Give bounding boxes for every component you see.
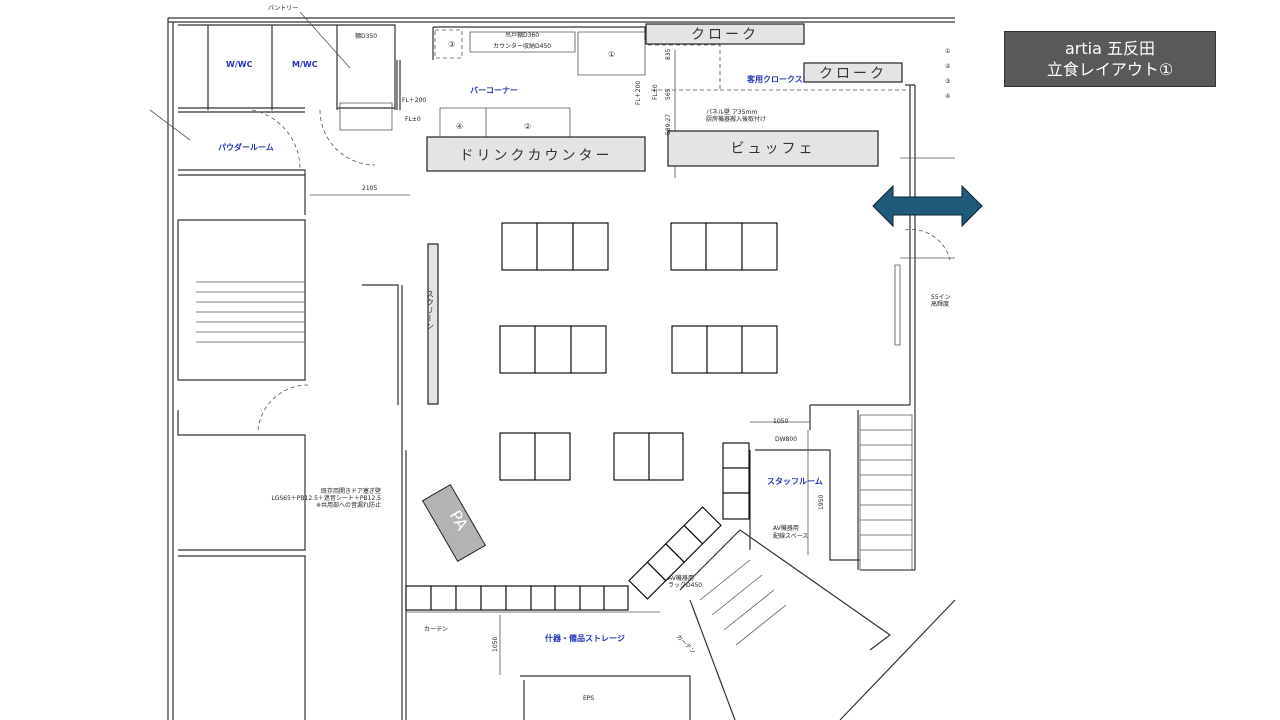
- walls: [149, 11, 956, 720]
- buffet: [667, 130, 879, 167]
- table-group-4: [671, 325, 778, 374]
- note-counter-storage: カウンター収納D450: [493, 42, 551, 50]
- room-pantry: パントリー: [268, 5, 298, 12]
- note-av-1: AV機器用: [773, 524, 799, 532]
- title-box: artia 五反田 立食レイアウト①: [1004, 31, 1216, 87]
- legend-3: ③: [945, 78, 950, 85]
- note-rack-1: AV機器用: [668, 574, 694, 582]
- dim-1050a: 1050: [773, 418, 788, 425]
- screen-label: スクリーン: [426, 290, 435, 330]
- note-curtain-1: カーテン: [424, 626, 448, 633]
- drink-counter: [426, 136, 646, 172]
- note-shelf: 棚D350: [355, 32, 377, 40]
- note-door-3: ※共用部への音漏れ防止: [316, 501, 381, 509]
- cloak-2: [803, 62, 903, 83]
- legend-1: ①: [945, 48, 950, 55]
- drink-counter-label: ドリンクカウンター: [460, 148, 613, 164]
- double-arrow-icon: [872, 184, 983, 228]
- room-m-wc: M/WC: [292, 60, 318, 69]
- marker-1: ①: [608, 50, 615, 59]
- room-bar: バーコーナー: [470, 86, 518, 95]
- dim-565: 565: [665, 88, 672, 100]
- standing-tables: [405, 222, 778, 611]
- cloak-1: [645, 23, 805, 45]
- cloak-1-label: クローク: [691, 27, 759, 43]
- room-guest-cloak: 客用クロークス: [746, 74, 803, 84]
- note-av-2: 配線スペース: [773, 532, 808, 540]
- table-group-3: [499, 325, 607, 374]
- title-line-1: artia 五反田: [1065, 39, 1155, 58]
- table-group-1: [501, 222, 609, 271]
- title-line-2: 立食レイアウト①: [1046, 60, 1174, 79]
- screen: [427, 243, 439, 405]
- room-staff: スタッフルーム: [767, 476, 823, 486]
- marker-2: ②: [524, 122, 531, 131]
- room-powder: パウダールーム: [218, 142, 274, 152]
- note-fl0-a: FL±0: [405, 116, 421, 123]
- dim-1050b: 1050: [492, 637, 499, 652]
- marker-4: ④: [456, 122, 463, 131]
- dim-589: 589.27: [665, 114, 672, 135]
- dim-2105: 2105: [362, 185, 377, 192]
- note-panel-2: 厨房機器搬入後取付け: [706, 115, 766, 123]
- table-group-5: [499, 432, 571, 481]
- table-group-2: [670, 222, 778, 271]
- note-fl200-a: FL＋200: [402, 97, 426, 104]
- note-hanging: 吊戸棚D360: [505, 31, 539, 39]
- room-eps: EPS: [583, 695, 594, 702]
- dim-835: 835: [665, 48, 672, 60]
- legend-4: ④: [945, 93, 950, 100]
- note-curtain-2: カーテン: [675, 633, 697, 655]
- note-door-1: 既存両開きドア塞ぎ壁: [321, 487, 381, 495]
- marker-3: ③: [448, 40, 455, 49]
- table-group-8: [628, 506, 722, 600]
- cloak-2-label: クローク: [819, 66, 887, 82]
- annotations: 棚D350 吊戸棚D360 カウンター収納D450 FL＋200 FL±0 FL…: [271, 31, 951, 655]
- dim-1950: 1950: [818, 495, 825, 510]
- note-dw: DW800: [775, 436, 797, 443]
- table-group-6: [613, 432, 684, 481]
- note-door-2: LGS65＋PB12.5＋遮音シート＋PB12.5: [271, 494, 381, 502]
- pa-booth: PA: [421, 484, 487, 562]
- note-panel-1: パネル壁 ア35mm: [706, 108, 757, 116]
- note-fl200-b: FL＋200: [635, 81, 642, 105]
- table-group-9: [405, 585, 629, 611]
- note-tv-2: 高輝度: [931, 300, 949, 308]
- note-tv-1: 55イン: [931, 294, 951, 301]
- room-storage: 什器・備品ストレージ: [545, 633, 625, 643]
- note-rack-2: ラックD450: [668, 582, 702, 589]
- legend-2: ②: [945, 63, 951, 70]
- room-w-wc: W/WC: [226, 60, 253, 69]
- buffet-label: ビュッフェ: [731, 141, 816, 157]
- note-fl0-b: FL±0: [652, 84, 659, 100]
- table-group-7: [722, 442, 750, 520]
